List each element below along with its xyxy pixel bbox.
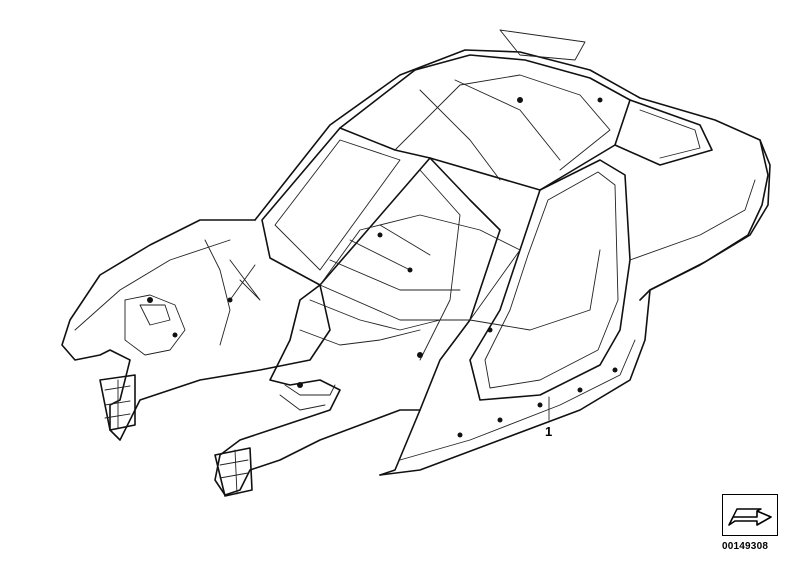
windshield-frame	[261, 127, 431, 286]
reference-id: 00149308	[722, 541, 769, 552]
floor-pan	[319, 214, 521, 321]
front-rail-right	[214, 284, 421, 496]
front-rail-left	[61, 219, 331, 441]
arrow-icon	[728, 508, 772, 526]
door-opening	[469, 159, 631, 401]
rocker-sill	[379, 289, 651, 476]
body-holes	[147, 97, 618, 438]
rear-quarter-panel	[649, 139, 771, 291]
callout-label-1: 1	[545, 424, 553, 439]
reference-arrow-box	[722, 494, 778, 536]
